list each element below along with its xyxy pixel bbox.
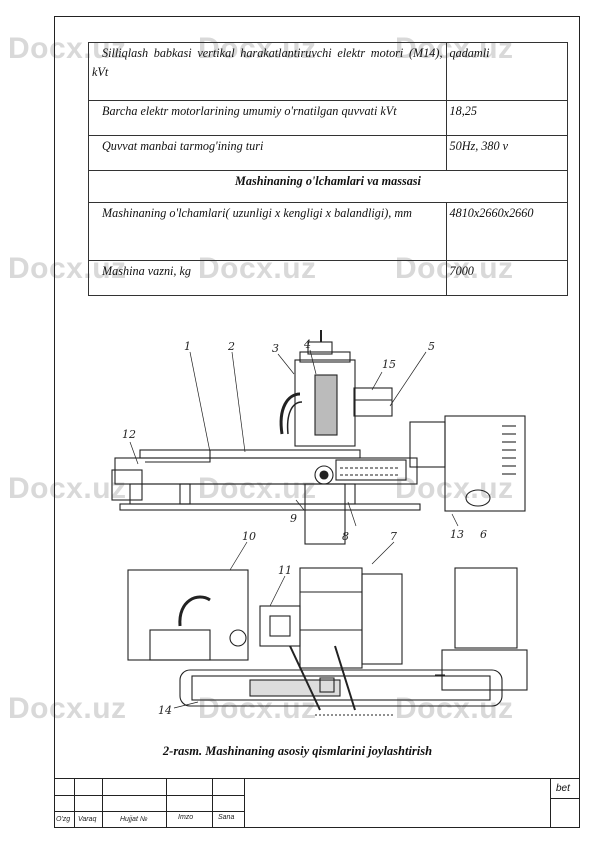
figure-label: 12 bbox=[122, 428, 136, 441]
figure-label: 7 bbox=[390, 530, 397, 543]
machine-drawing: 1 2 3 4 15 5 12 9 8 13 6 10 11 7 14 bbox=[111, 330, 528, 717]
row-label: Quvvat manbai tarmog'ining turi bbox=[88, 135, 447, 171]
figure-label: 9 bbox=[290, 512, 297, 525]
row-value: 4810x2660x2660 bbox=[445, 202, 569, 261]
row-value: 7000 bbox=[445, 260, 569, 296]
divider bbox=[54, 795, 244, 796]
figure-label: 1 bbox=[184, 340, 191, 353]
figure-label: 8 bbox=[342, 530, 349, 543]
figure-label: 15 bbox=[382, 358, 396, 371]
divider bbox=[54, 811, 244, 812]
figure-label: 11 bbox=[278, 564, 292, 577]
divider bbox=[54, 778, 580, 780]
row-value: 50Hz, 380 v bbox=[445, 135, 569, 171]
divider bbox=[550, 798, 580, 799]
row-value: qadamli bbox=[445, 42, 569, 101]
divider bbox=[74, 778, 75, 828]
figure-caption: 2-rasm. Mashinaning asosiy qismlarini jo… bbox=[162, 744, 433, 758]
figure-label: 2 bbox=[227, 340, 235, 353]
row-label: Silliqlash babkasi vertikal harakatlanti… bbox=[88, 42, 447, 101]
table-row: Mashina vazni, kg 7000 bbox=[88, 260, 569, 296]
table-row: Mashinaning o'lchamlari( uzunligi x keng… bbox=[88, 202, 569, 261]
sheet-label: bet bbox=[556, 783, 570, 794]
col-label-varaq: Varaq bbox=[78, 816, 97, 823]
divider bbox=[244, 778, 245, 828]
figure-label: 6 bbox=[480, 528, 487, 541]
section-title: Mashinaning o'lchamlari va massasi bbox=[88, 170, 568, 203]
row-label: Barcha elektr motorlarining umumiy o'rna… bbox=[88, 100, 447, 136]
figure-label: 14 bbox=[158, 704, 172, 717]
row-label: Mashina vazni, kg bbox=[88, 260, 447, 296]
col-label-sana: Sana bbox=[218, 814, 235, 821]
figure-label: 13 bbox=[450, 528, 464, 541]
figure-label: 3 bbox=[272, 342, 279, 355]
section-row: Mashinaning o'lchamlari va massasi bbox=[88, 170, 568, 203]
table-row: Barcha elektr motorlarining umumiy o'rna… bbox=[88, 100, 569, 136]
table-row: Quvvat manbai tarmog'ining turi 50Hz, 38… bbox=[88, 135, 569, 171]
col-label-hujjat: Hujjat № bbox=[120, 816, 148, 823]
divider bbox=[550, 778, 551, 828]
spec-table: Silliqlash babkasi vertikal harakatlanti… bbox=[88, 42, 569, 296]
row-label: Mashinaning o'lchamlari( uzunligi x keng… bbox=[88, 202, 447, 261]
col-label-ozg: O'zg bbox=[56, 816, 71, 823]
figure-label: 5 bbox=[428, 340, 435, 353]
title-block: O'zg Varaq Hujjat № Imzo Sana bet bbox=[54, 778, 580, 828]
row-value: 18,25 bbox=[445, 100, 569, 136]
figure-label: 4 bbox=[303, 338, 311, 351]
table-row: Silliqlash babkasi vertikal harakatlanti… bbox=[88, 42, 569, 101]
divider bbox=[212, 778, 213, 828]
figure-label: 10 bbox=[242, 530, 256, 543]
page-frame bbox=[54, 16, 580, 828]
divider bbox=[54, 778, 55, 828]
divider bbox=[102, 778, 103, 828]
col-label-imzo: Imzo bbox=[178, 814, 194, 821]
divider bbox=[166, 778, 167, 828]
